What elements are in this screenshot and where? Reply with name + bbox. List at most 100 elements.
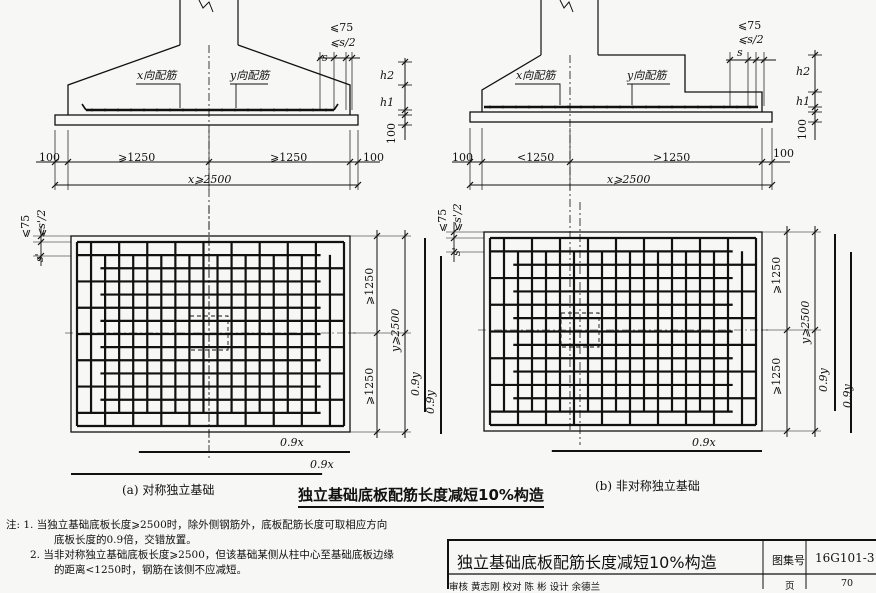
drawing-title: 独立基础底板配筋长度减短10%构造 [298,484,544,508]
plan-a [33,206,442,475]
rebar-dot [168,108,172,112]
rebar-dot [311,108,315,112]
dim-tick [450,228,458,236]
dim-tick [450,234,458,242]
rebar-dot [285,108,289,112]
label-09x-plan-a-2: 0.9x [310,458,334,471]
label-x-rebar-a: x向配筋 [137,69,177,82]
page-label: 页 [785,581,795,592]
caption-asymmetric: (b) 非对称独立基础 [595,479,700,493]
dim-tick [450,248,458,256]
label-ge1250-a-right: ⩾1250 [270,151,308,164]
dim-tick [401,329,409,337]
rebar-dot [90,108,94,112]
title-block: 独立基础底板配筋长度减短10%构造 图集号 16G101-3 审核 黄志刚 校对… [447,539,876,593]
dim-tick [64,158,72,166]
label-09y-plan-b-1: 0.9y [817,368,830,392]
dim-tick [354,181,362,189]
label-x-ge2500-b: x⩾2500 [607,173,651,186]
dim-tick [811,108,819,116]
label-ge1250-plan-b-top: ⩾1250 [770,256,783,294]
rebar-dot [592,105,596,109]
dim-tick [466,158,474,166]
rebar-dot [527,105,531,109]
dim-tick [466,181,474,189]
blinding-layer [54,114,359,126]
dim-tick [811,88,819,96]
rebar-dot [553,105,557,109]
label-les2-a: ⩽s/2 [330,36,356,49]
label-100-b-right: 100 [796,119,809,140]
label-09x-plan-b: 0.9x [692,436,716,449]
rebar-dot [103,108,107,112]
dim-tick [768,158,776,166]
rebar-dot [272,108,276,112]
dim-tick [342,54,350,62]
rebar-dot [631,105,635,109]
footing-outline [481,54,763,112]
rebar-dot [657,105,661,109]
label-lt1250-b: <1250 [517,151,555,164]
title-block-signatures: 审核 黄志刚 校对 陈 彬 设计 余德兰 [449,582,601,593]
rebar-dot [181,108,185,112]
caption-symmetric: (a) 对称独立基础 [122,483,215,497]
label-09y-plan-a-1: 0.9y [409,372,422,396]
dim-tick [811,51,819,59]
rebar-dot [142,108,146,112]
dim-tick [316,54,324,62]
rebar-dot [246,108,250,112]
atlas-label: 图集号 [772,554,805,567]
elevation-a [36,0,412,460]
rebar-dot [696,105,700,109]
label-09x-plan-a-1: 0.9x [280,436,304,449]
rebar-dot [618,105,622,109]
label-ge1250-a-left: ⩾1250 [118,151,156,164]
rebar-dot [233,108,237,112]
dim-tick [51,158,59,166]
label-le75-plan-a: ⩽75 [19,214,32,238]
rebar-hook-right [333,103,339,111]
atlas-number: 16G101-3 [815,551,875,565]
dim-tick [744,56,752,64]
footing-outline [67,44,351,115]
label-09y-plan-a-2: 0.9y [424,390,437,414]
label-les2-b: ⩽s/2 [738,33,764,46]
label-le75-plan-b: ⩽75 [436,208,449,232]
rebar-dot [220,108,224,112]
dim-tick [566,158,574,166]
dim-tick [37,252,45,260]
label-h1-a: h1 [380,96,395,109]
rebar-dot [116,108,120,112]
dim-tick [811,228,819,236]
dim-tick [760,56,768,64]
label-09y-plan-b-2: 0.9y [841,384,854,408]
note-line-4: 的距离<1250时，钢筋在该侧不应减短。 [54,564,248,576]
dim-tick [401,106,409,114]
notes: 注: 1. 当独立基础底板长度⩾2500时，除外侧钢筋外，底板配筋长度可取相应方… [6,518,394,578]
dim-tick [348,54,356,62]
rebar-dot [514,105,518,109]
label-ge1250-plan-a-bot: ⩾1250 [363,367,376,405]
label-ge1250-plan-b-bot: ⩾1250 [770,357,783,395]
rebar-dot [259,108,263,112]
elevation-b [452,0,822,430]
label-h1-b: h1 [796,95,811,108]
dim-tick [783,228,791,236]
column-break-mark [559,0,574,13]
label-les2-plan-b: ⩽s'/2 [451,203,464,232]
label-100-b-left: 100 [452,151,473,164]
title-block-grid [447,539,876,589]
y-rebar-leader [627,83,670,105]
x-rebar-leader [515,83,561,105]
rebar-dot [488,105,492,109]
footing-plan-outline [70,235,351,433]
label-les2-plan-a: ⩽s'/2 [35,209,48,238]
rebar-dot [748,105,752,109]
dim-tick [768,181,776,189]
dim-tick [373,232,381,240]
label-x-ge2500-a: x⩾2500 [188,173,232,186]
dim-tick [37,238,45,246]
rebar-dot [579,105,583,109]
dim-tick [752,56,760,64]
